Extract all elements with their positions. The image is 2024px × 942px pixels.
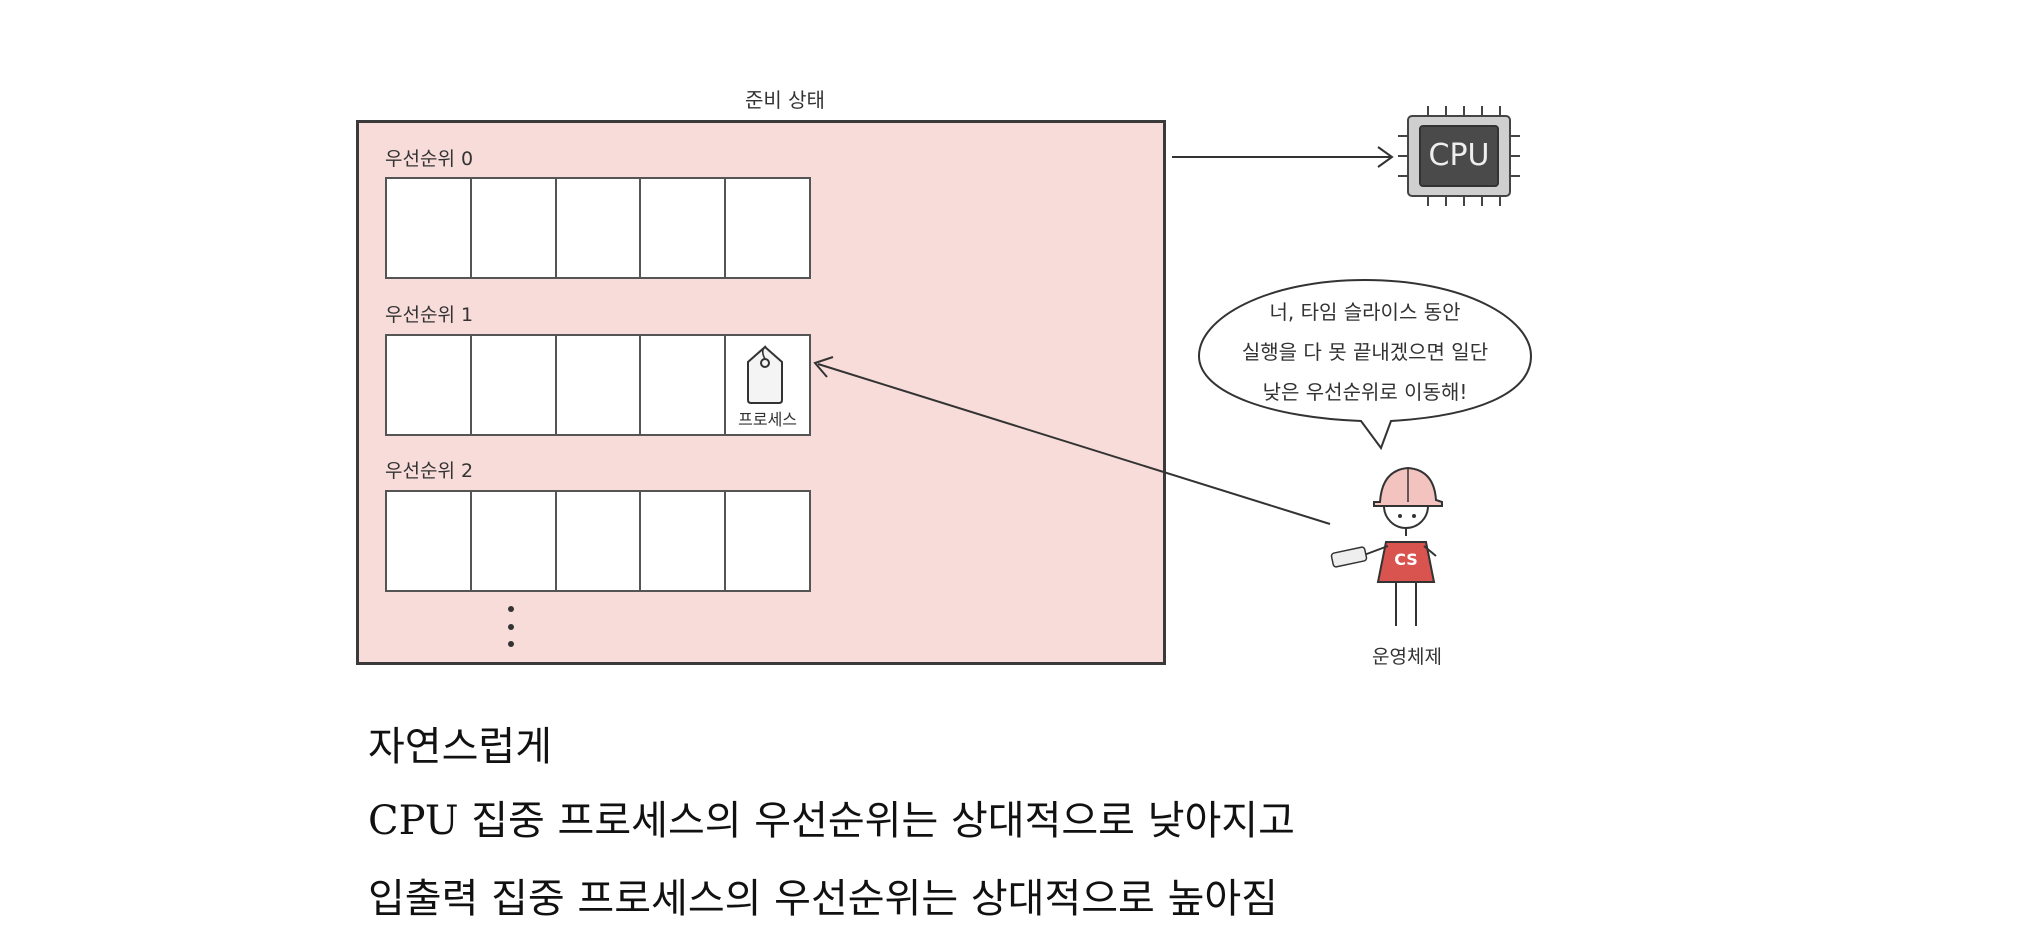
- queue-slot: [641, 336, 727, 434]
- queue-slot: [472, 179, 557, 277]
- caption-line: 자연스럽게: [368, 724, 552, 770]
- queue-slot: [641, 492, 727, 590]
- os-badge: CS: [1394, 550, 1418, 569]
- queue-slot: [387, 492, 472, 590]
- caption-line: 입출력 집중 프로세스의 우선순위는 상대적으로 높아짐: [368, 876, 1278, 922]
- process-label: 프로세스: [738, 410, 798, 429]
- priority-2-label: 우선순위 2: [385, 460, 474, 482]
- queue-slot: [387, 179, 472, 277]
- cpu-chip-icon: [1398, 106, 1520, 206]
- priority-1-label: 우선순위 1: [385, 304, 474, 326]
- ellipsis-dot: [508, 641, 514, 647]
- demote-arrow: [813, 356, 1331, 525]
- speech-line: 낮은 우선순위로 이동해!: [1262, 380, 1468, 404]
- priority-0-label: 우선순위 0: [385, 148, 474, 170]
- caption-line: CPU 집중 프로세스의 우선순위는 상대적으로 낮아지고: [368, 798, 1295, 844]
- queue-slot: [641, 179, 727, 277]
- ellipsis-dot: [508, 606, 514, 612]
- process-tag-icon: [747, 345, 784, 404]
- queue-slot: [557, 336, 642, 434]
- queue-slot: [472, 492, 557, 590]
- queue-slot: [557, 179, 642, 277]
- ready-state-title: 준비 상태: [745, 88, 825, 112]
- speech-line: 실행을 다 못 끝내겠으면 일단: [1241, 340, 1489, 364]
- queue-slot-with-process: 프로세스: [726, 336, 809, 434]
- ellipsis-dot: [508, 624, 514, 630]
- queue-slot: [387, 336, 472, 434]
- to-cpu-arrow: [1172, 146, 1394, 168]
- queue-slot: [557, 492, 642, 590]
- queue-slot: [472, 336, 557, 434]
- speech-line: 너, 타임 슬라이스 동안: [1269, 300, 1461, 324]
- os-character-icon: [1330, 466, 1443, 626]
- priority-0-queue: [385, 177, 811, 279]
- os-label: 운영체제: [1372, 646, 1442, 668]
- speech-bubble: [1197, 278, 1533, 451]
- cpu-label: CPU: [1428, 138, 1490, 173]
- priority-2-queue: [385, 490, 811, 592]
- priority-1-queue: 프로세스: [385, 334, 811, 436]
